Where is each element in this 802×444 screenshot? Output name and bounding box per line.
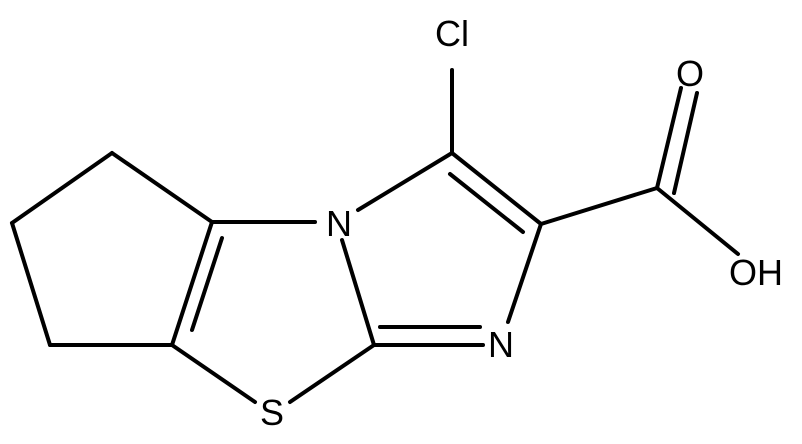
bond-c-cl-c-acid: [450, 151, 543, 226]
bond-carboxyl-o-double: [655, 86, 683, 190]
atom-ring-nitrogen-label: N: [488, 324, 514, 365]
bond-s-c-junction: [288, 343, 376, 404]
bond-carboxyl-oh: [655, 186, 740, 256]
bond-c5-s: [170, 343, 257, 404]
bond-c-cl-c-acid-inner: [448, 172, 525, 234]
atom-oxygen-label: O: [676, 53, 704, 94]
atom-bridge-nitrogen-label: N: [326, 203, 352, 244]
bond-c5-c6-inner: [190, 236, 224, 332]
bond-carboxyl-o-double-inner: [672, 91, 699, 195]
bond-n-bridge-c-cl: [356, 151, 454, 212]
bond-c-acid-n-ring: [506, 222, 543, 324]
bond-c-junction-n-bridge: [340, 238, 376, 347]
bond-c3-c4: [10, 221, 52, 347]
atom-chlorine-label: Cl: [435, 13, 469, 54]
bond-c2-c3: [10, 151, 114, 225]
bond-c5-c6: [170, 220, 214, 347]
bond-c1-c2: [110, 151, 214, 224]
atom-hydroxyl-label: OH: [729, 252, 783, 293]
bond-c-acid-c-carboxyl: [539, 186, 659, 226]
atom-sulfur-label: S: [260, 392, 284, 433]
